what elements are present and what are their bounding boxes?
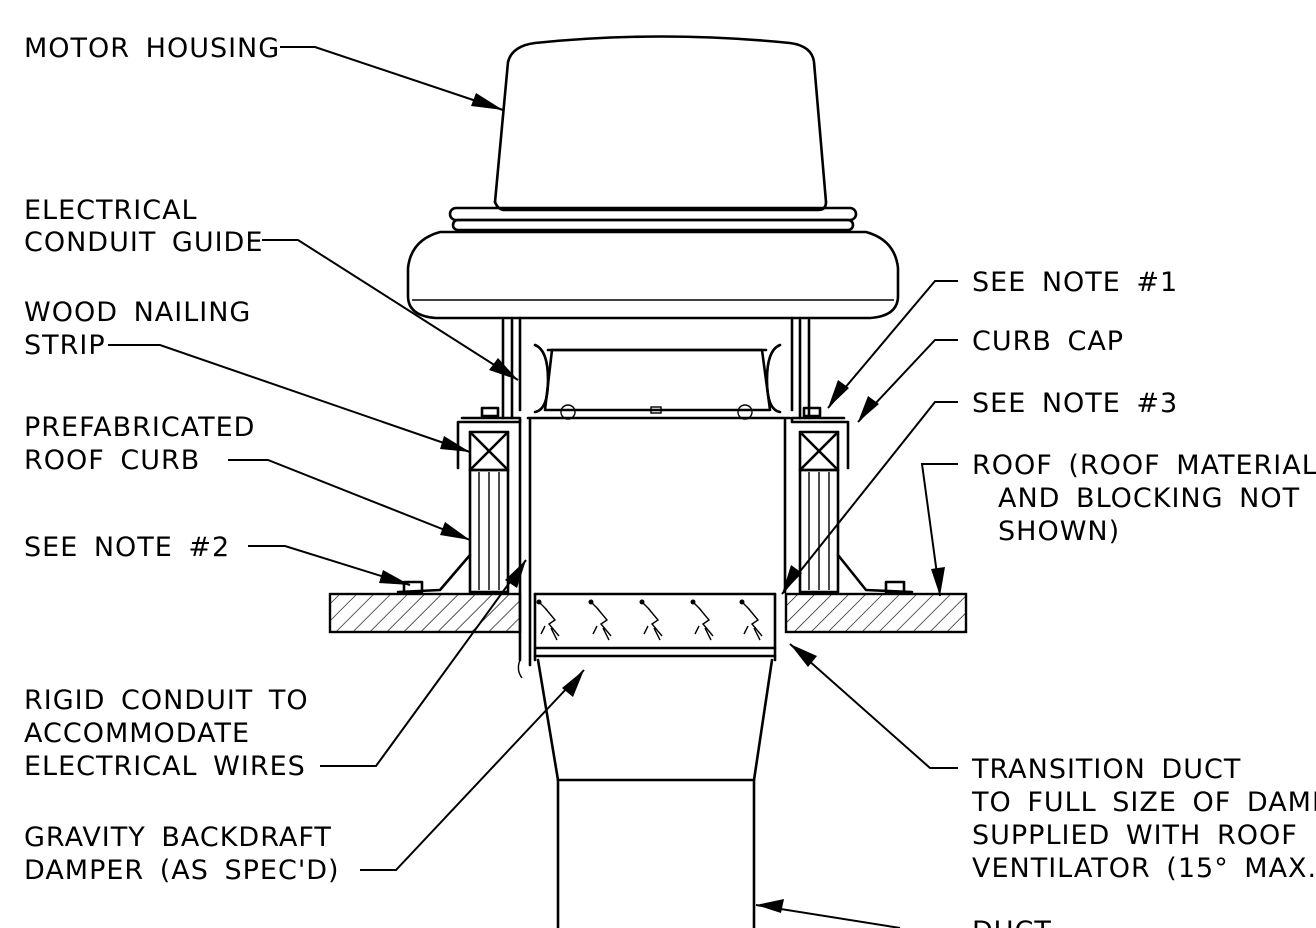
gravity-backdraft-damper [533,592,777,662]
damper-blade-pivot [690,599,696,605]
damper-blade [641,601,663,641]
roof-curb-right [798,468,914,594]
leader-lines [108,46,958,928]
label-transition-duct: TRANSITION DUCT TO FULL SIZE OF DAMPER S… [971,754,1316,884]
damper-blade-pivot [739,599,745,605]
roof-deck-left [328,592,522,634]
damper-blade [741,601,763,641]
label-motor-housing: MOTOR HOUSING [24,33,280,64]
wood-nailing-strip-right [798,430,840,472]
damper-blade-pivot [588,599,594,605]
label-roof: ROOF (ROOF MATERIAL AND BLOCKING NOT SHO… [972,450,1316,547]
curb-cap-right [790,406,850,470]
damper-blade [590,601,612,641]
roof-deck-right [784,592,968,634]
motor-housing [448,35,858,232]
damper-blade [538,601,560,641]
label-rigid-conduit: RIGID CONDUIT TO ACCOMMODATE ELECTRICAL … [24,685,324,782]
label-gravity-damper: GRAVITY BACKDRAFT DAMPER (AS SPEC'D) [24,822,347,886]
label-see-note-2: SEE NOTE #2 [24,532,230,563]
callout-labels: MOTOR HOUSING ELECTRICAL CONDUIT GUIDE W… [24,33,1316,928]
label-electrical-conduit-guide: ELECTRICAL CONDUIT GUIDE [24,195,263,258]
wood-nailing-strip-left [468,430,510,472]
label-duct: DUCT [972,916,1052,928]
duct [556,778,756,928]
label-see-note-1: SEE NOTE #1 [972,267,1178,298]
transition-duct [536,658,774,782]
curb-cap-left [456,406,522,470]
label-curb-cap: CURB CAP [972,326,1124,357]
label-wood-nailing-strip: WOOD NAILING STRIP [24,297,267,361]
fan-wheel [518,316,794,420]
roof-curb-left [396,468,510,594]
curb-liner [517,416,792,679]
label-prefabricated-roof-curb: PREFABRICATED ROOF CURB [24,412,271,476]
ventilator-hood [406,230,900,320]
damper-blade-pivot [639,599,645,605]
damper-blade-pivot [536,599,542,605]
damper-blade [692,601,714,641]
label-see-note-3: SEE NOTE #3 [972,388,1178,419]
